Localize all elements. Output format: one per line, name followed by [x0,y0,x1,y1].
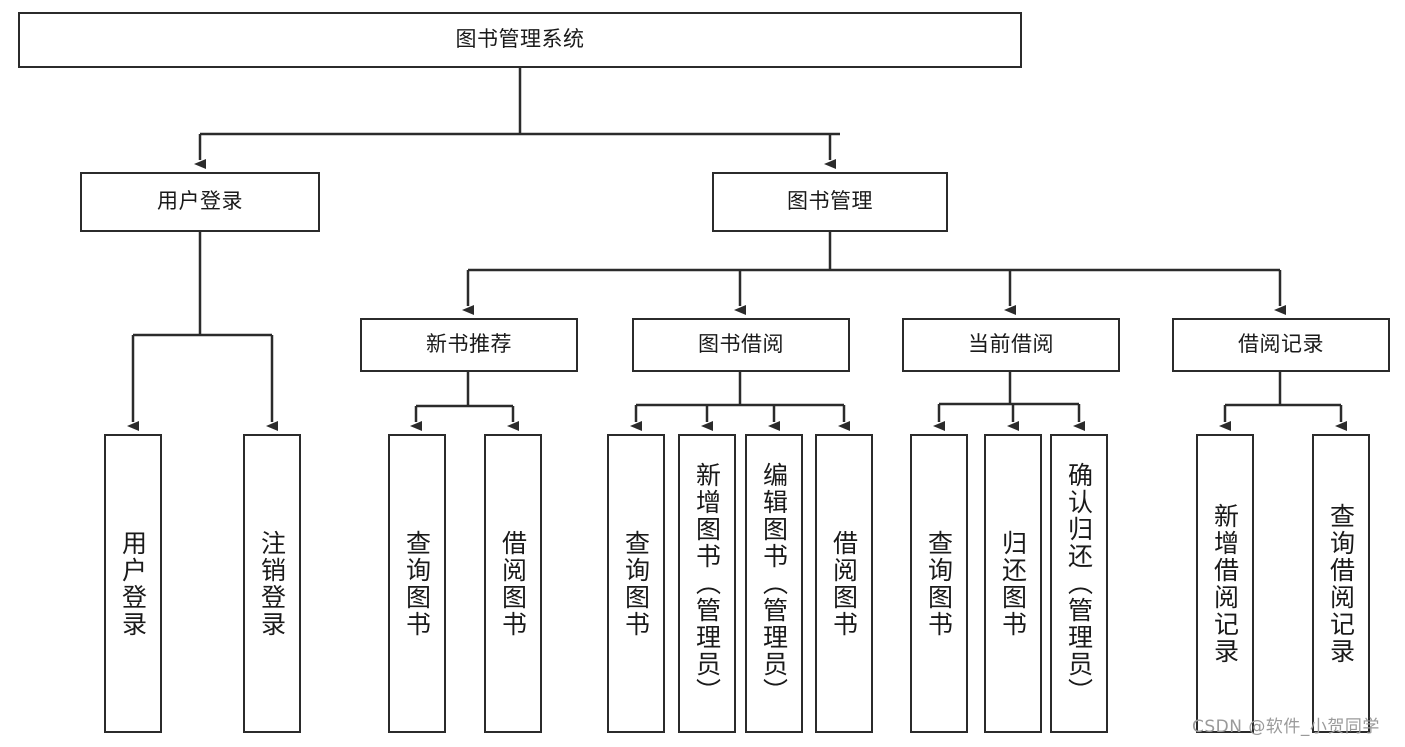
node-leaf-add-book[interactable]: 新增图书（管理员） [678,434,736,733]
node-leaf-edit-book-label: 编辑图书（管理员） [759,462,789,705]
node-leaf-borrow-book-2-label: 借阅图书 [829,529,859,638]
node-leaf-edit-book[interactable]: 编辑图书（管理员） [745,434,803,733]
node-book-manage[interactable]: 图书管理 [712,172,948,232]
node-leaf-user-login[interactable]: 用户登录 [104,434,162,733]
node-borrow-record[interactable]: 借阅记录 [1172,318,1390,372]
node-root-label: 图书管理系统 [455,27,585,52]
node-new-book-recommend-label: 新书推荐 [426,332,512,357]
node-leaf-add-record-label: 新增借阅记录 [1210,502,1240,665]
node-leaf-borrow-book-2[interactable]: 借阅图书 [815,434,873,733]
node-leaf-query-book-1-label: 查询图书 [402,529,432,638]
node-leaf-borrow-book-1-label: 借阅图书 [498,529,528,638]
node-book-manage-label: 图书管理 [787,189,873,214]
node-leaf-add-book-label: 新增图书（管理员） [692,462,722,705]
node-leaf-user-login-label: 用户登录 [118,529,148,638]
node-leaf-query-book-1[interactable]: 查询图书 [388,434,446,733]
node-leaf-query-book-3-label: 查询图书 [924,529,954,638]
node-leaf-confirm-return-label: 确认归还（管理员） [1064,462,1094,705]
node-leaf-confirm-return[interactable]: 确认归还（管理员） [1050,434,1108,733]
node-user-login-label: 用户登录 [157,189,243,214]
node-leaf-add-record[interactable]: 新增借阅记录 [1196,434,1254,733]
node-new-book-recommend[interactable]: 新书推荐 [360,318,578,372]
node-leaf-user-logout-label: 注销登录 [257,529,287,638]
node-leaf-query-book-2-label: 查询图书 [621,529,651,638]
node-leaf-query-record[interactable]: 查询借阅记录 [1312,434,1370,733]
node-leaf-user-logout[interactable]: 注销登录 [243,434,301,733]
node-leaf-return-book[interactable]: 归还图书 [984,434,1042,733]
node-leaf-query-book-2[interactable]: 查询图书 [607,434,665,733]
watermark-text: CSDN @软件_小贺同学 [1192,717,1380,737]
node-user-login[interactable]: 用户登录 [80,172,320,232]
node-book-borrow[interactable]: 图书借阅 [632,318,850,372]
node-leaf-borrow-book-1[interactable]: 借阅图书 [484,434,542,733]
node-borrow-record-label: 借阅记录 [1238,332,1324,357]
node-book-borrow-label: 图书借阅 [698,332,784,357]
node-leaf-return-book-label: 归还图书 [998,529,1028,638]
node-root[interactable]: 图书管理系统 [18,12,1022,68]
node-current-borrow[interactable]: 当前借阅 [902,318,1120,372]
node-current-borrow-label: 当前借阅 [968,332,1054,357]
node-leaf-query-record-label: 查询借阅记录 [1326,502,1356,665]
node-leaf-query-book-3[interactable]: 查询图书 [910,434,968,733]
